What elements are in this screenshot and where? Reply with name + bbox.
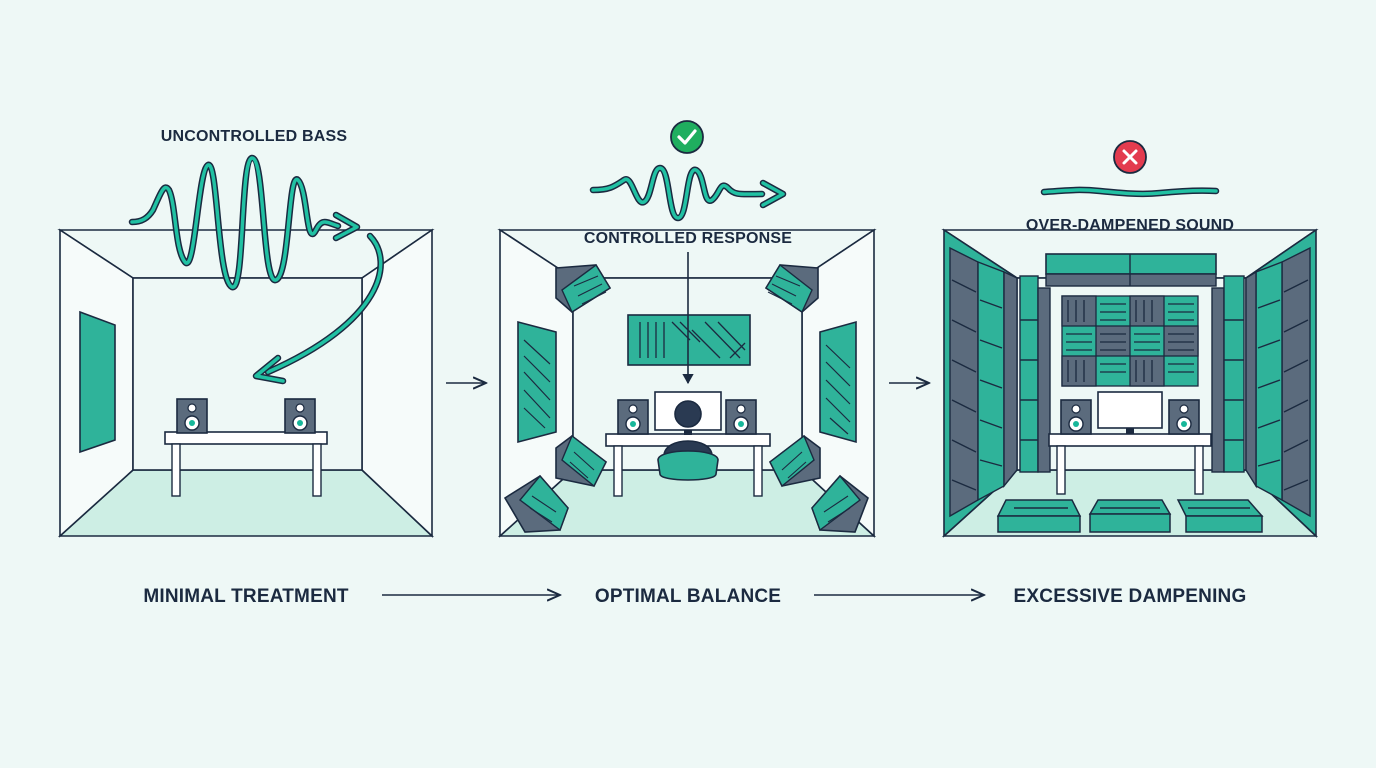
stage-label-minimal: MINIMAL TREATMENT bbox=[143, 586, 349, 607]
uncontrolled-bass-wave bbox=[128, 154, 384, 385]
speaker-left bbox=[176, 398, 208, 434]
engineer-person bbox=[657, 400, 719, 481]
speaker-right bbox=[1168, 399, 1200, 435]
wave-label-controlled: CONTROLLED RESPONSE bbox=[584, 230, 792, 247]
chair bbox=[657, 450, 719, 481]
room-optimal bbox=[497, 164, 877, 538]
cross-icon bbox=[1113, 140, 1147, 174]
speaker-left bbox=[1060, 399, 1092, 435]
foam-wall-left bbox=[949, 246, 1018, 518]
foam-wall-right bbox=[1245, 246, 1311, 518]
wave-label-over-dampened: OVER-DAMPENED SOUND bbox=[1026, 217, 1234, 234]
stage-label-optimal: OPTIMAL BALANCE bbox=[595, 586, 781, 607]
ceiling-cloud bbox=[1045, 253, 1217, 287]
bass-trap-mid-left bbox=[555, 434, 608, 488]
bass-trap-bottom-left bbox=[503, 474, 569, 533]
room-minimal bbox=[57, 154, 435, 538]
foam-back-columns bbox=[1019, 275, 1245, 473]
studio-desk bbox=[1048, 433, 1212, 495]
computer-monitor bbox=[1097, 391, 1163, 434]
controlled-response-wave bbox=[589, 164, 787, 222]
bass-trap-top-right bbox=[764, 263, 819, 314]
bass-trap-mid-right bbox=[768, 434, 821, 488]
speaker-right bbox=[284, 398, 316, 434]
side-panel-right bbox=[819, 320, 857, 444]
stage-label-excessive: EXCESSIVE DAMPENING bbox=[1014, 586, 1247, 607]
diffuser-panel bbox=[627, 314, 751, 366]
wave-label-uncontrolled: UNCONTROLLED BASS bbox=[161, 128, 348, 145]
room-excessive bbox=[941, 186, 1319, 538]
check-icon bbox=[670, 120, 704, 154]
studio-desk bbox=[164, 431, 328, 497]
floor-foam-blocks bbox=[996, 499, 1264, 533]
acoustic-panel bbox=[79, 310, 116, 454]
foam-back-grid bbox=[1061, 295, 1199, 387]
speaker-left bbox=[617, 399, 649, 435]
bass-trap-top-left bbox=[555, 263, 612, 314]
over-dampened-wave bbox=[1040, 186, 1220, 198]
bass-trap-bottom-right bbox=[811, 474, 869, 533]
speaker-right bbox=[725, 399, 757, 435]
side-panel-left bbox=[517, 320, 557, 444]
